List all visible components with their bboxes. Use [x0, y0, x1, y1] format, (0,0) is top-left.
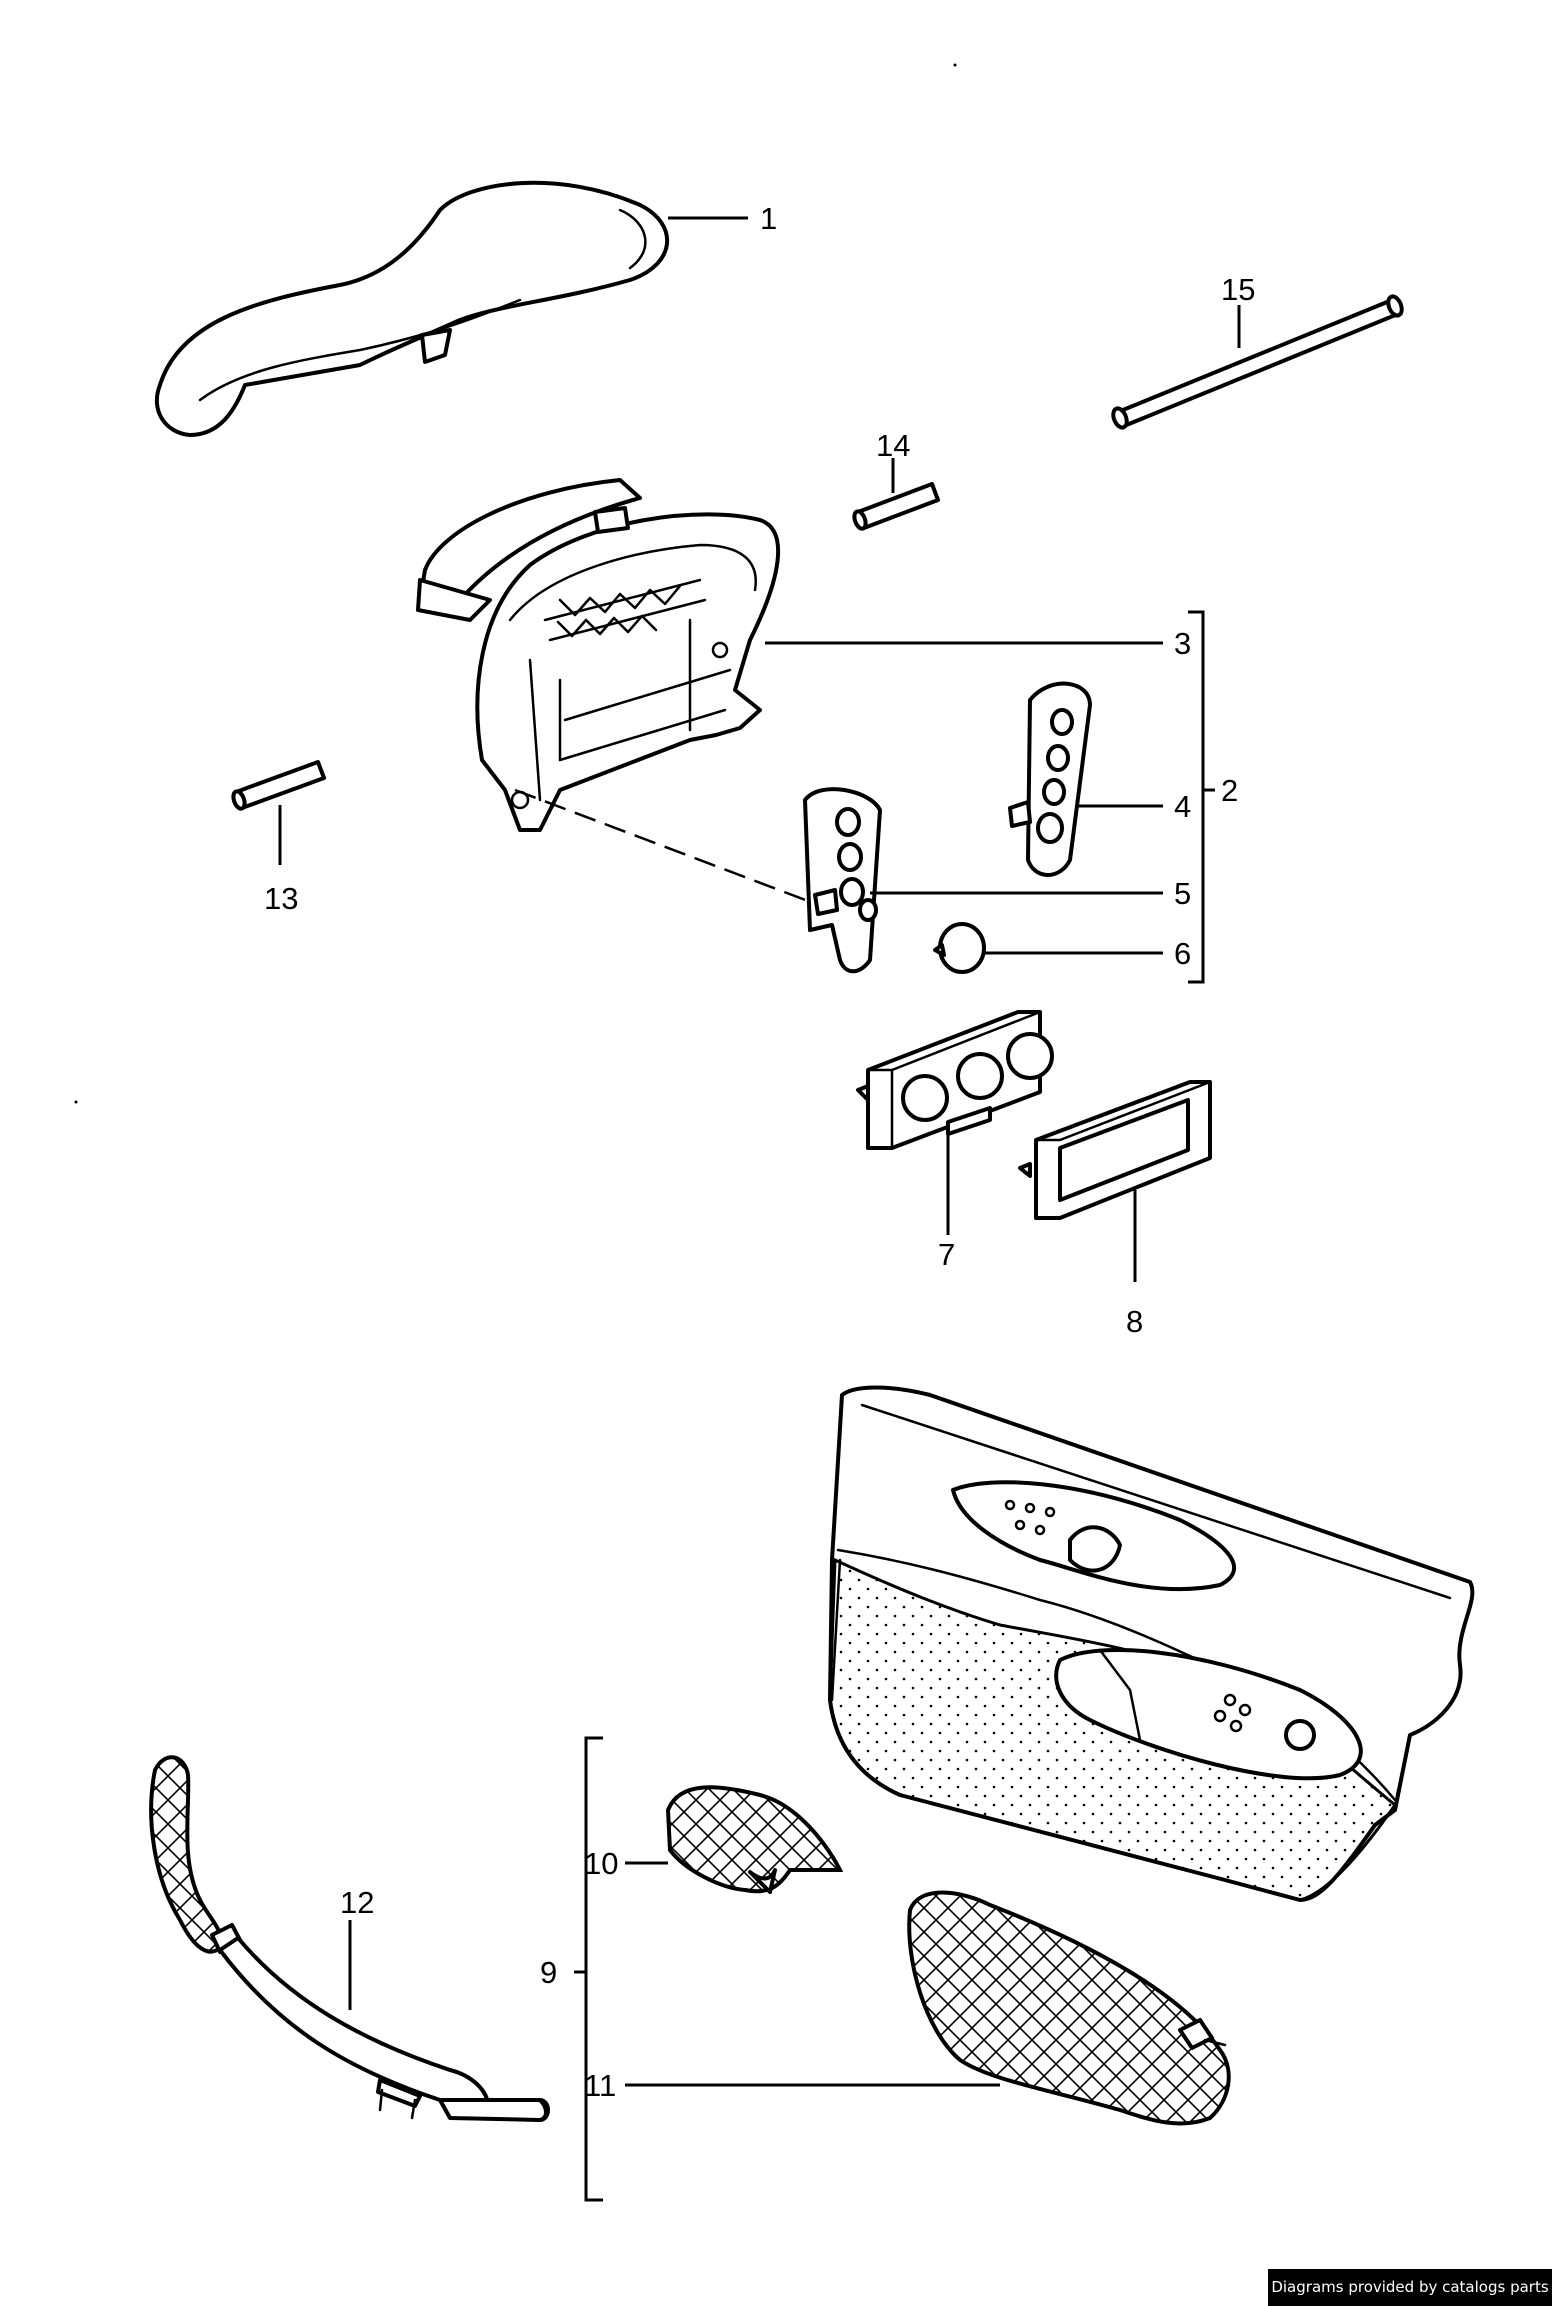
- credit-bar: Diagrams provided by catalogs parts: [1268, 2269, 1552, 2306]
- mesh-pocket-part-11: [625, 1890, 1231, 2126]
- cover-cap-part: [933, 922, 1163, 974]
- pin-part-13: [231, 760, 326, 865]
- callout-15: 15: [1221, 272, 1255, 307]
- callout-2: 2: [1221, 773, 1238, 808]
- callout-6: 6: [1174, 936, 1191, 971]
- callout-13: 13: [264, 881, 298, 916]
- callout-9: 9: [540, 1955, 557, 1990]
- callout-10: 10: [584, 1846, 618, 1881]
- callout-14: 14: [876, 428, 910, 463]
- switch-bezel-right-part: [1008, 681, 1163, 877]
- rod-part: [1111, 294, 1404, 430]
- callout-11: 11: [584, 2068, 616, 2103]
- callout-12: 12: [340, 1885, 374, 1920]
- callout-5: 5: [1174, 876, 1191, 911]
- group-bracket-2: [1188, 610, 1215, 984]
- speck: [74, 1100, 78, 1104]
- control-panel-part: [856, 1010, 1054, 1235]
- speck: [953, 63, 957, 67]
- callout-7: 7: [938, 1237, 955, 1272]
- switch-bezel-left-part: [803, 787, 1163, 974]
- callout-1: 1: [760, 201, 777, 236]
- pull-handle-part: [149, 1755, 550, 2122]
- trim-frame-part: [1018, 1080, 1212, 1282]
- callout-8: 8: [1126, 1304, 1143, 1339]
- mesh-insert-part-10: [625, 1785, 844, 1894]
- door-panel-part: [828, 1385, 1475, 1902]
- pin-part-14: [852, 458, 940, 531]
- armrest-cover-part: [154, 180, 748, 437]
- callout-3: 3: [1174, 626, 1191, 661]
- callout-4: 4: [1174, 789, 1191, 824]
- group-bracket-9: [574, 1736, 603, 2202]
- center-console-frame-part: [416, 478, 1163, 917]
